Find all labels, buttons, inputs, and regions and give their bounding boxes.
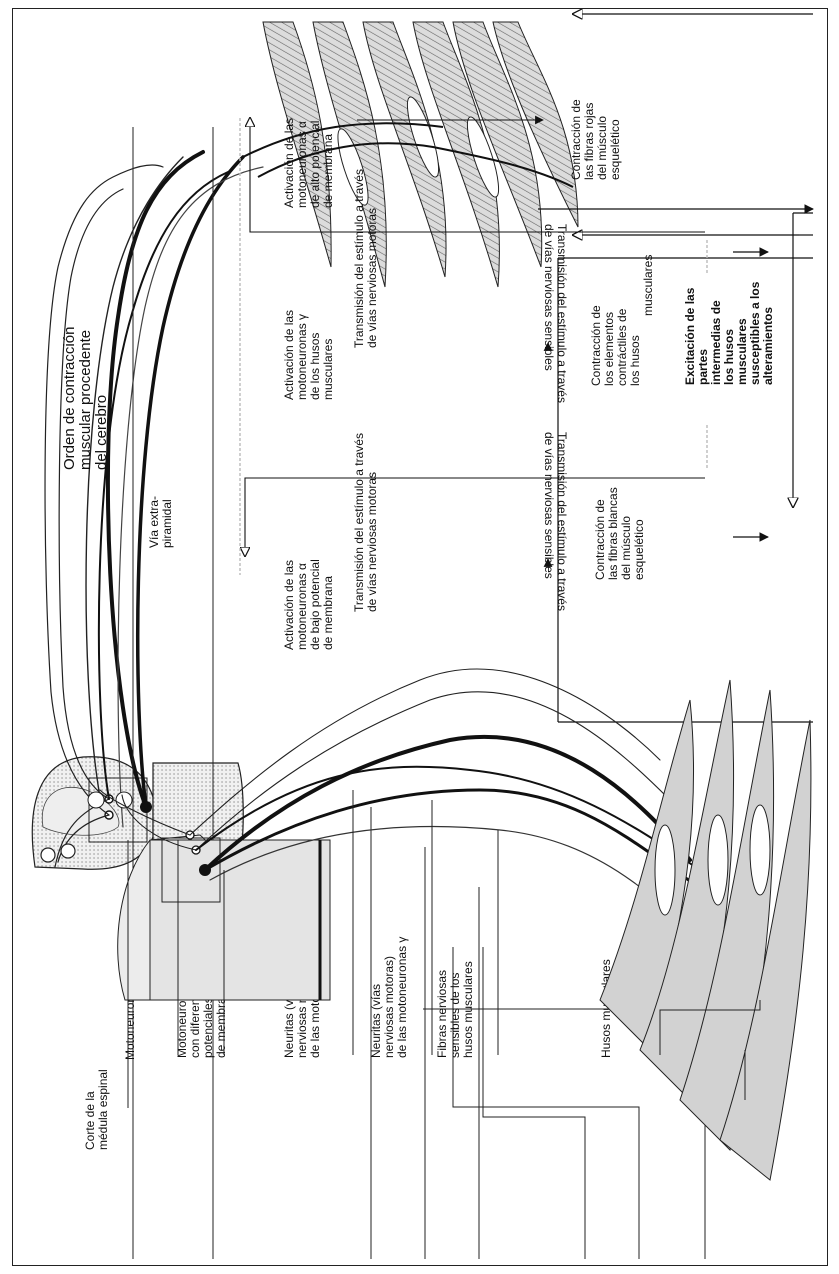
red-fibers-contraction: Contracción de las fibras rojas del músc… — [570, 20, 622, 180]
activation-gamma: Activación de las motoneuronas γ de los … — [283, 240, 335, 400]
motor-transmission-1: Transmisión del estímulo a través de vía… — [353, 352, 379, 612]
activation-low-alpha: Activación de las motoneuronas α de bajo… — [283, 490, 335, 650]
spindle-contraction: Contracción de los elementos contráctile… — [590, 226, 642, 386]
spindle-excitation: Excitación de las partes intermedias de … — [684, 185, 775, 385]
diagram-title: Orden de contracción muscular procedente… — [62, 230, 110, 470]
activation-high-alpha: Activación de las motoneuronas α de alto… — [283, 48, 335, 208]
motor-transmission-2: Transmisión del estímulo a través de vía… — [353, 88, 379, 348]
white-fibers-contraction: Contracción de las fibras blancas del mú… — [594, 420, 646, 580]
sensory-transmission-2: Transmisión del estímulo a través de vía… — [542, 224, 568, 494]
spindle-contraction-suffix: musculares — [642, 196, 655, 316]
extrapyramidal-label: Vía extra- piramidal — [148, 428, 174, 548]
